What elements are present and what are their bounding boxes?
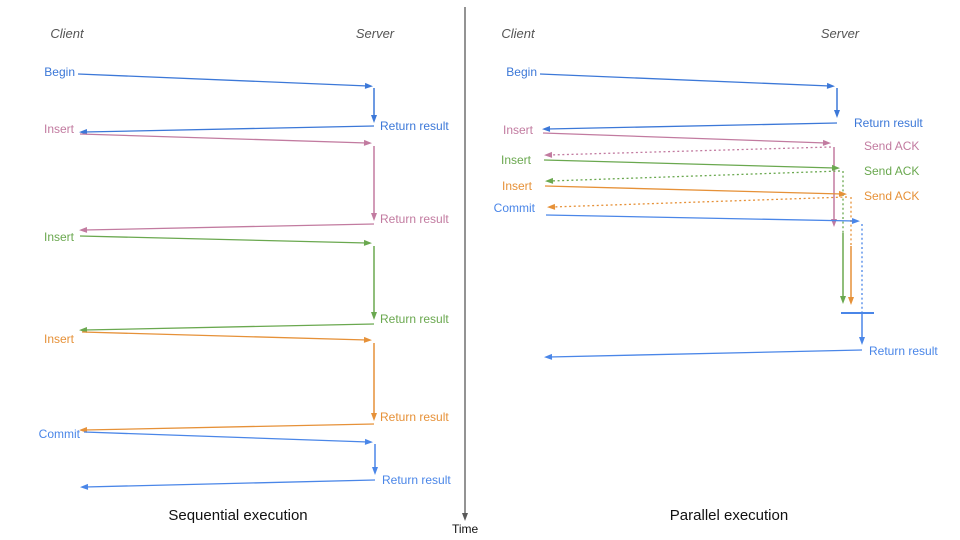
parallel-commit-request-line (545, 214, 856, 222)
sequential-commit-return-arrowhead-icon (80, 483, 89, 490)
sequential-begin-request-arrowhead-icon (364, 82, 373, 89)
sequential-insert-3-request-line (81, 331, 368, 341)
parallel-send-ack-2-label: Send ACK (864, 164, 919, 178)
sequential-commit-processing-arrowhead-icon (372, 467, 378, 475)
parallel-insert-1-request-line (542, 132, 827, 144)
sequential-begin-return-label: Return result (380, 119, 449, 133)
parallel-insert-2-request-line (543, 159, 836, 169)
sequential-commit-label: Commit (39, 427, 81, 441)
sequential-commit-request-line (83, 431, 369, 443)
parallel-insert-3-processing-arrowhead-icon (848, 297, 854, 305)
parallel-insert-2-ack-line (549, 170, 841, 182)
sequential-insert-1-return-label: Return result (380, 212, 449, 226)
sequential-insert-3-return-label: Return result (380, 410, 449, 424)
parallel-begin-request-arrowhead-icon (826, 82, 835, 89)
time-axis-arrowhead-icon (462, 513, 468, 521)
sequential-panel-title: Sequential execution (168, 507, 307, 524)
parallel-commit-label: Commit (494, 201, 536, 215)
parallel-insert-1-ack-arrowhead-icon (544, 151, 553, 158)
parallel-begin-request-line (539, 73, 831, 87)
parallel-insert-2-processing-arrowhead-icon (840, 296, 846, 304)
sequential-insert-1-request-arrowhead-icon (363, 139, 372, 146)
parallel-commit-processing-arrowhead-icon (859, 337, 865, 345)
parallel-commit-return-line (548, 349, 863, 358)
sequential-begin-label: Begin (44, 65, 75, 79)
parallel-begin-return-label: Return result (854, 116, 923, 130)
sequential-insert-2-processing-arrowhead-icon (371, 312, 377, 320)
sequential-insert-2-return-line (83, 323, 375, 331)
sequential-commit-request-arrowhead-icon (364, 438, 373, 445)
parallel-begin-label: Begin (506, 65, 537, 79)
parallel-insert-3-ack-arrowhead-icon (547, 203, 556, 210)
sequential-insert-1-processing-arrowhead-icon (371, 213, 377, 221)
parallel-insert-3-request-line (544, 185, 843, 195)
sequential-insert-1-return-line (83, 223, 375, 231)
parallel-send-ack-3-label: Send ACK (864, 189, 919, 203)
sequential-insert-2-request-arrowhead-icon (363, 239, 372, 246)
parallel-insert-2-ack-arrowhead-icon (545, 177, 554, 184)
parallel-commit-request-arrowhead-icon (851, 217, 860, 224)
parallel-insert-2-label: Insert (501, 153, 532, 167)
parallel-insert-1-label: Insert (503, 123, 534, 137)
sequential-begin-request-line (77, 73, 369, 87)
sequential-commit-return-label: Return result (382, 473, 451, 487)
parallel-commit-return-arrowhead-icon (544, 353, 553, 360)
sequential-begin-processing-arrowhead-icon (371, 115, 377, 123)
parallel-server-header: Server (821, 26, 860, 41)
sequential-insert-3-request-arrowhead-icon (363, 336, 372, 343)
sequential-begin-return-arrowhead-icon (79, 128, 88, 135)
parallel-insert-3-label: Insert (502, 179, 533, 193)
sequential-insert-3-return-line (83, 423, 375, 431)
parallel-panel-title: Parallel execution (670, 507, 788, 524)
sequential-begin-return-line (83, 125, 375, 133)
parallel-insert-2-request-arrowhead-icon (831, 164, 840, 171)
parallel-begin-return-arrowhead-icon (542, 125, 551, 132)
parallel-begin-processing-arrowhead-icon (834, 110, 840, 118)
sequential-insert-3-processing-arrowhead-icon (371, 413, 377, 421)
parallel-commit-return-label: Return result (869, 344, 938, 358)
parallel-insert-1-ack-line (548, 146, 832, 156)
sequential-server-header: Server (356, 26, 395, 41)
parallel-insert-1-request-arrowhead-icon (822, 139, 831, 146)
sequential-insert-1-return-arrowhead-icon (79, 226, 88, 233)
time-axis: Time (452, 7, 479, 536)
sequential-insert-1-request-line (79, 133, 368, 144)
sequential-insert-2-label: Insert (44, 230, 75, 244)
sequential-commit-return-line (84, 479, 376, 488)
parallel-begin-return-line (546, 122, 838, 130)
sequential-client-header: Client (50, 26, 85, 41)
parallel-client-header: Client (501, 26, 536, 41)
parallel-insert-3-request-arrowhead-icon (838, 190, 847, 197)
sequential-insert-1-label: Insert (44, 122, 75, 136)
time-axis-label: Time (452, 522, 479, 536)
sequential-insert-2-request-line (79, 235, 368, 244)
parallel-insert-3-ack-line (551, 196, 848, 208)
sequential-insert-3-label: Insert (44, 332, 75, 346)
parallel-send-ack-1-label: Send ACK (864, 139, 919, 153)
sequential-insert-2-return-label: Return result (380, 312, 449, 326)
